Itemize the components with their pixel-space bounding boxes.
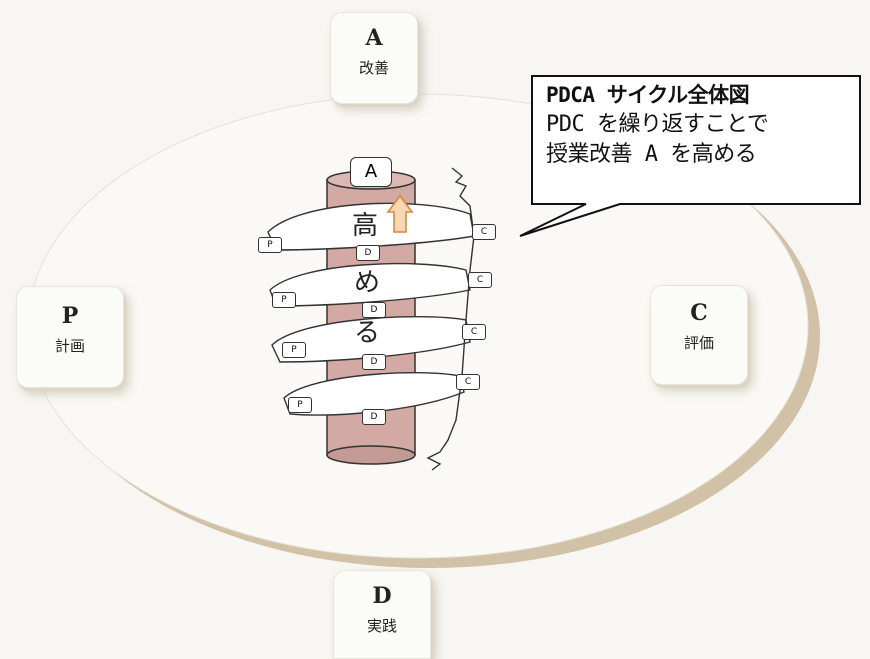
callout-title: PDCA サイクル全体図 bbox=[546, 83, 750, 107]
card-check: C 評価 bbox=[650, 285, 748, 385]
card-act-letter: A bbox=[365, 25, 383, 51]
card-plan: P 計画 bbox=[16, 286, 124, 388]
callout-line-2: 授業改善 A を高める bbox=[546, 142, 757, 167]
rise-arrow-icon bbox=[386, 194, 414, 233]
tag-c-3: C bbox=[462, 324, 486, 340]
card-act: A 改善 bbox=[330, 12, 418, 104]
spiral-ribbon bbox=[267, 202, 475, 416]
card-plan-word: 計画 bbox=[54, 337, 85, 355]
card-do-word: 実践 bbox=[366, 617, 397, 635]
card-plan-letter: P bbox=[61, 303, 79, 329]
tag-p-1: P bbox=[258, 237, 282, 253]
tag-p-3: P bbox=[282, 342, 306, 358]
card-do: D 実践 bbox=[333, 570, 431, 659]
callout-text: PDCA サイクル全体図 PDC を繰り返すことで 授業改善 A を高める bbox=[546, 80, 856, 170]
callout-box bbox=[519, 75, 861, 237]
tag-p-2: P bbox=[272, 292, 296, 308]
cylinder-text-3: る bbox=[354, 318, 381, 348]
tag-p-4: P bbox=[288, 397, 312, 413]
card-check-word: 評価 bbox=[683, 334, 714, 352]
cylinder-text-1: 高 bbox=[352, 211, 379, 241]
tag-d-2: D bbox=[362, 302, 386, 318]
card-check-letter: C bbox=[690, 300, 708, 326]
cylinder-top-label: A bbox=[350, 157, 392, 187]
callout-line-1: PDC を繰り返すことで bbox=[546, 112, 769, 137]
card-act-word: 改善 bbox=[358, 59, 389, 77]
tag-d-3: D bbox=[362, 354, 386, 370]
tag-d-4: D bbox=[362, 409, 386, 425]
tag-c-1: C bbox=[472, 224, 496, 240]
tag-d-1: D bbox=[356, 245, 380, 261]
tag-c-2: C bbox=[468, 272, 492, 288]
card-do-letter: D bbox=[372, 583, 392, 609]
cylinder-text-2: め bbox=[354, 268, 381, 298]
spiral-back-edge bbox=[426, 167, 475, 471]
tag-c-4: C bbox=[456, 374, 480, 390]
